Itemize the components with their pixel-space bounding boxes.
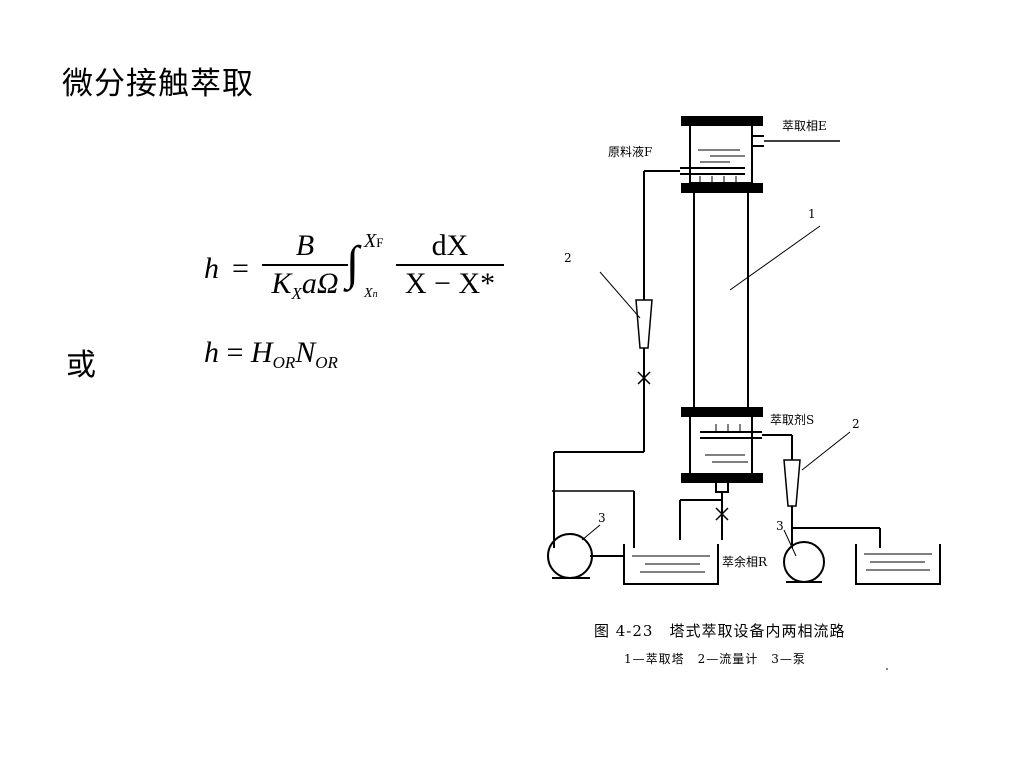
or-label: 或: [66, 348, 96, 383]
integrand-denominator: X − X*: [404, 267, 496, 300]
label-2-right: 2: [852, 417, 860, 431]
label-feed: 原料液F: [608, 144, 652, 159]
height-integral-formula: h = B KXaΩ ∫ XF Xn dX X − X*: [204, 230, 534, 310]
label-3-right: 3: [776, 519, 784, 533]
formula1-equals: =: [232, 252, 249, 285]
coefficient-fraction: B KXaΩ: [262, 230, 348, 310]
integral-lower-limit: Xn: [364, 286, 378, 302]
formula2-lhs: h: [204, 336, 219, 369]
integrand-fraction: dX X − X*: [396, 230, 504, 300]
slide-title: 微分接触萃取: [62, 66, 254, 102]
formula2-N: N: [295, 336, 316, 369]
label-1: 1: [808, 207, 816, 221]
upper-flange: [681, 183, 763, 193]
feed-tank: [623, 544, 719, 585]
pump-left: [547, 533, 593, 579]
coef-numerator: B: [295, 229, 315, 262]
label-2-left: 2: [564, 251, 572, 265]
formula1-lhs: h: [204, 252, 219, 285]
formula2-N-sub: OR: [315, 353, 338, 372]
flowmeter-right: [783, 459, 801, 507]
integral-sign: ∫: [346, 237, 360, 290]
coef-denominator: KXaΩ: [262, 268, 348, 310]
integral-upper-limit: XF: [364, 230, 383, 253]
coef-a-omega: aΩ: [301, 267, 339, 300]
label-3-left: 3: [598, 511, 606, 525]
formula2-equals: =: [226, 336, 244, 369]
bottom-settling-zone: [689, 415, 753, 475]
extraction-tower-diagram: 萃取相E 原料液F 萃取剂S 萃余相R 1 2 2 3 3: [547, 116, 941, 585]
fraction-bar: [262, 264, 348, 266]
label-extract: 萃取相E: [782, 119, 827, 133]
height-htu-ntu-formula: h = HORNOR: [204, 336, 338, 373]
upper-X: X: [364, 230, 377, 252]
bottom-flange: [681, 473, 763, 483]
figure-legend: 1—萃取塔 2—流量计 3—泵: [624, 652, 806, 666]
coef-K: K: [271, 267, 292, 300]
formula2-H-sub: OR: [272, 353, 296, 372]
stray-dot: [886, 668, 888, 670]
lower-X: X: [364, 286, 373, 301]
flowmeter-left: [635, 299, 653, 349]
integrand-numerator: dX: [431, 229, 469, 262]
formula2-H: H: [250, 336, 273, 369]
column-body: [693, 191, 749, 409]
middle-flange: [681, 407, 763, 417]
upper-sub: F: [376, 235, 384, 250]
lower-sub: n: [372, 289, 378, 300]
label-solvent: 萃取剂S: [770, 412, 814, 427]
label-raffinate: 萃余相R: [722, 554, 768, 569]
solvent-tank: [855, 544, 941, 585]
coef-K-sub: X: [291, 284, 302, 303]
fraction-bar: [396, 264, 504, 266]
pump-right: [783, 541, 825, 583]
figure-caption: 图 4-23 塔式萃取设备内两相流路: [594, 622, 846, 640]
top-flange: [681, 116, 763, 126]
